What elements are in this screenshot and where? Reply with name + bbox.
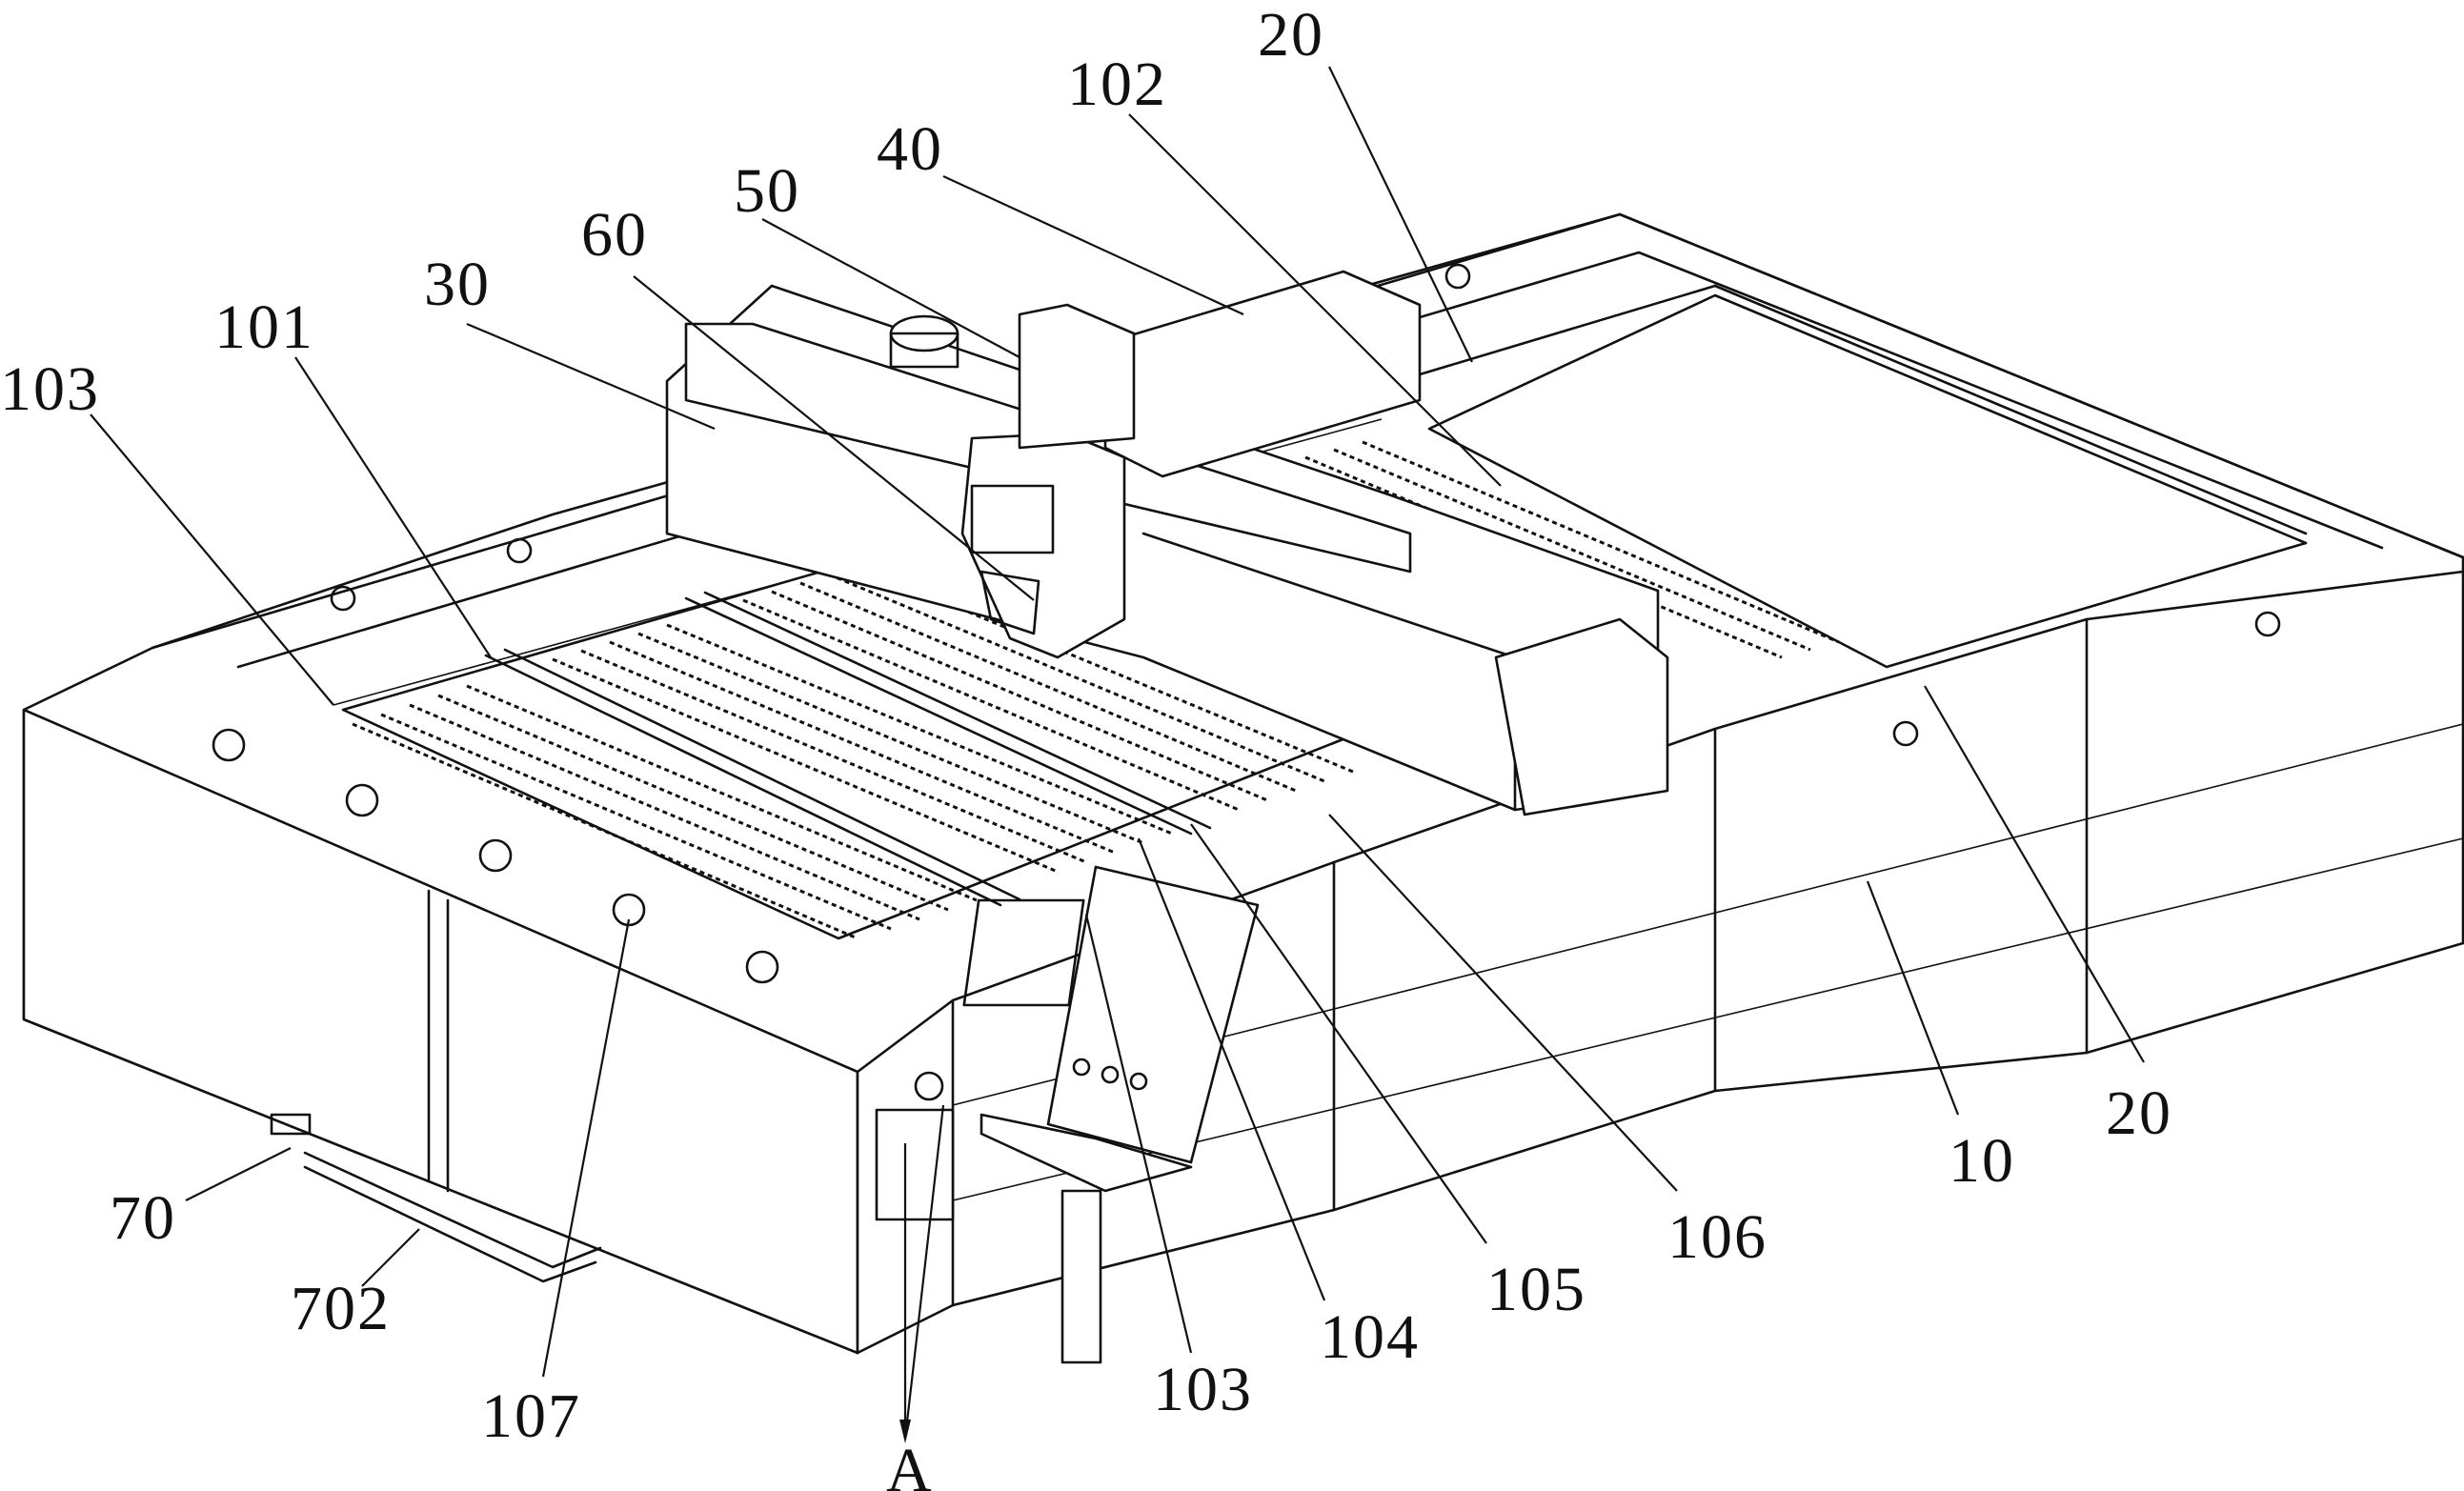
drawer-handle	[270, 1113, 602, 1283]
machine-bed	[22, 212, 2464, 1355]
label-104: 104	[1320, 1302, 1420, 1372]
reference-numerals: 20 102 40 50 60 30 101 103 70 702 107 A …	[0, 0, 2172, 1491]
gantry-beam	[665, 270, 1669, 816]
y-axis-carriage	[1103, 270, 1422, 478]
label-105: 105	[1486, 1255, 1586, 1324]
label-50: 50	[734, 156, 800, 226]
label-103-left: 103	[0, 354, 100, 424]
label-60: 60	[581, 200, 648, 270]
section-arrow-A	[899, 1143, 911, 1443]
label-106: 106	[1667, 1202, 1767, 1272]
right-side-frame	[856, 570, 2464, 1355]
label-101: 101	[214, 292, 314, 362]
touch-screen	[962, 898, 1085, 1007]
label-70: 70	[110, 1183, 176, 1253]
label-702: 702	[291, 1274, 391, 1343]
z-axis-post	[1018, 303, 1136, 450]
label-102: 102	[1067, 50, 1167, 119]
label-A: A	[886, 1436, 934, 1491]
label-40: 40	[877, 114, 943, 184]
slat-work-table	[341, 440, 1840, 940]
label-20-right: 20	[2106, 1078, 2172, 1148]
control-panel	[962, 865, 1260, 1364]
slat-rows	[352, 440, 1840, 940]
bolt-holes	[212, 263, 2281, 984]
label-30: 30	[424, 250, 491, 319]
label-107: 107	[481, 1381, 581, 1451]
leader-lines	[90, 66, 2145, 1440]
label-20-top: 20	[1258, 0, 1324, 70]
label-103-bottom: 103	[1153, 1355, 1253, 1424]
label-10: 10	[1949, 1126, 2015, 1196]
